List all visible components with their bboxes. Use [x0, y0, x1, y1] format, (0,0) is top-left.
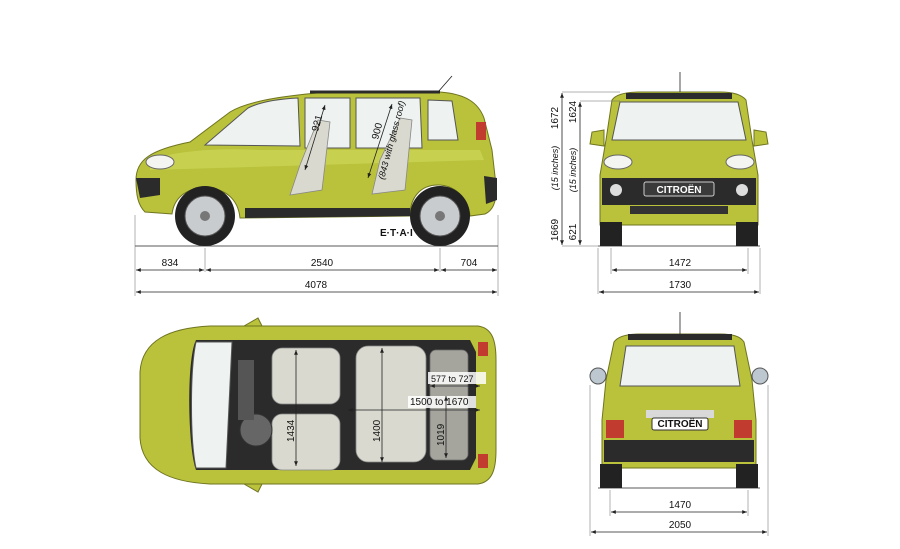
dim-rear-width-mirrors: 2050 — [669, 520, 692, 531]
dim-rear-overhang: 704 — [461, 258, 478, 269]
dim-top-width-mid: 1400 — [372, 419, 383, 442]
dim-front-height-total: 1672 — [550, 106, 561, 129]
dim-top-range1: 577 to 727 — [431, 374, 474, 384]
side-view: 921 900 (843 with glass roof) E·T·A·I 83… — [134, 75, 499, 296]
dim-wheelbase: 2540 — [311, 258, 334, 269]
rear-window — [619, 345, 741, 387]
dim-top-width-rear: 1019 — [436, 423, 447, 446]
dim-inches-b: (15 inches) — [568, 148, 578, 193]
dim-front-overhang: 834 — [162, 258, 179, 269]
dim-front-headroom: 921 — [310, 113, 325, 132]
rear-view: CITROËN 1470 2050 — [589, 312, 769, 536]
dim-inches-a: (15 inches) — [550, 146, 560, 191]
dim-top-width-front: 1434 — [286, 419, 297, 442]
dim-top-range2: 1500 to 1670 — [410, 397, 469, 408]
dim-ground-b: 621 — [568, 223, 579, 240]
dim-rear-headroom: 900 — [370, 121, 385, 140]
dim-front-height-roof: 1624 — [568, 100, 579, 123]
side-rear-wheel — [410, 186, 470, 246]
top-view: 577 to 727 1500 to 1670 1434 1400 1019 — [139, 317, 497, 493]
side-quarter-window — [427, 99, 459, 141]
rear-badge: CITROËN — [658, 417, 703, 430]
front-badge: CITROËN — [657, 183, 702, 196]
dim-rear-track: 1470 — [669, 500, 692, 511]
front-view: CITROËN 1672 1624 (15 inches) (15 inches… — [550, 72, 769, 294]
side-brand-text: E·T·A·I — [380, 228, 413, 239]
side-front-wheel — [175, 186, 235, 246]
side-windshield — [203, 97, 301, 147]
dim-ground-a: 1669 — [550, 218, 561, 241]
dim-overall-length: 4078 — [305, 280, 328, 291]
front-windshield — [611, 101, 747, 141]
dim-front-track: 1472 — [669, 258, 692, 269]
dim-front-width: 1730 — [669, 280, 692, 291]
